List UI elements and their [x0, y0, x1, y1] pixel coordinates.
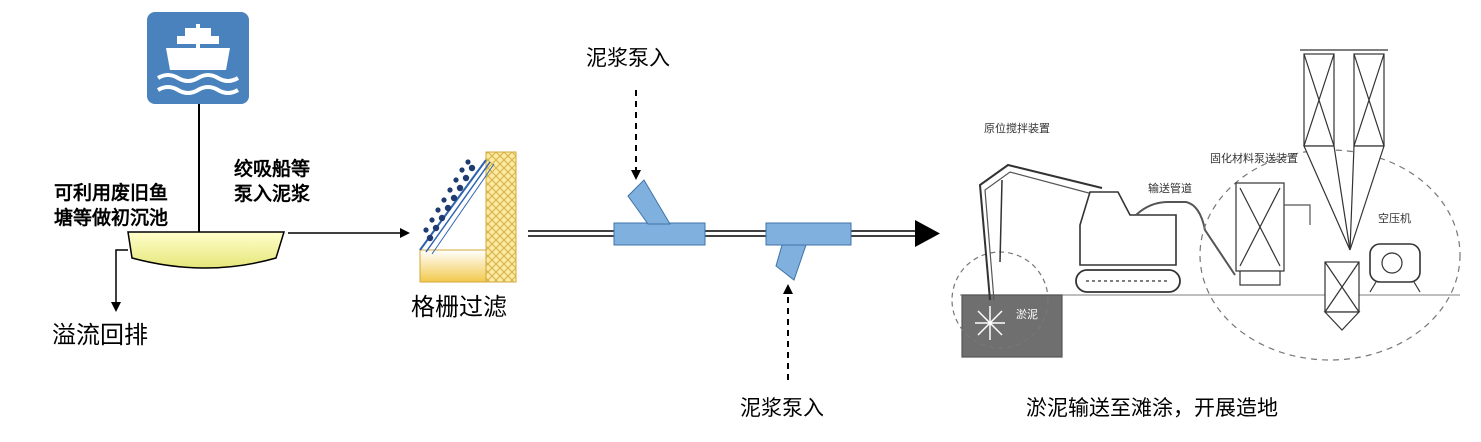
grating-filter — [419, 151, 517, 283]
overflow-arrow — [111, 249, 128, 312]
final-outcome-label: 淤泥输送至滩涂，开展造地 — [1026, 396, 1278, 420]
curing-pump-label: 固化材料泵送装置 — [1210, 152, 1298, 165]
conveying-pipe-label: 输送管道 — [1148, 182, 1192, 195]
pump-ship-label-line1: 绞吸船等 — [234, 158, 311, 180]
pump-ship-label-line2: 泵入泥浆 — [234, 183, 311, 205]
mixing-device-label: 原位搅拌装置 — [984, 122, 1050, 135]
settling-pond — [127, 231, 286, 269]
slurry-in-bottom-label: 泥浆泵入 — [740, 396, 824, 420]
pond-label-line1: 可利用废旧鱼 — [54, 182, 169, 204]
slurry-in-top-label: 泥浆泵入 — [586, 46, 670, 70]
pipe-fitting-upper — [613, 179, 706, 246]
curing-plant — [951, 49, 1461, 361]
grating-label: 格栅过滤 — [411, 293, 507, 321]
main-pipe — [528, 220, 940, 247]
sludge-label: 淤泥 — [1016, 308, 1038, 321]
ship-icon — [147, 12, 249, 104]
compressor-label: 空压机 — [1378, 212, 1411, 225]
filter-particles — [423, 159, 476, 242]
pipe-fitting-lower — [765, 222, 852, 281]
overflow-label: 溢流回排 — [52, 321, 148, 349]
pond-label-line2: 塘等做初沉池 — [54, 207, 169, 229]
